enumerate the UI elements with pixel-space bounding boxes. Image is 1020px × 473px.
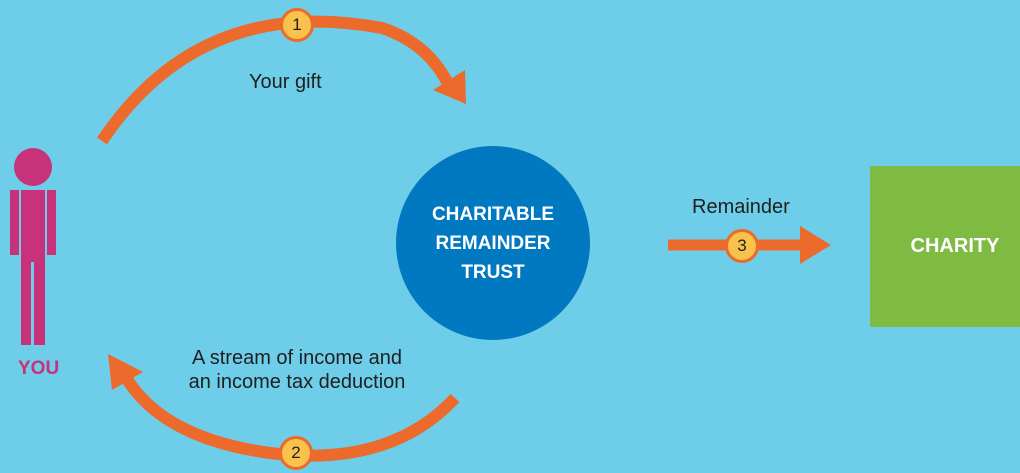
step-1-badge: 1 (280, 8, 314, 42)
income-arrow (118, 370, 460, 462)
trust-label: CHARITABLE REMAINDER TRUST (398, 200, 588, 287)
step-1-label: Your gift (249, 71, 322, 93)
step-3-badge: 3 (725, 229, 759, 263)
gift-arrow (97, 15, 456, 145)
remainder-arrowhead (800, 226, 831, 264)
person-icon (10, 148, 56, 345)
step-2-label-line: A stream of income and (191, 347, 403, 369)
step-2-label: A stream of income and an income tax ded… (172, 346, 422, 394)
step-2-badge: 2 (279, 436, 313, 470)
trust-label-line: REMAINDER (435, 233, 551, 254)
you-label: YOU (18, 358, 60, 379)
gift-arrowhead (433, 70, 466, 104)
trust-label-line: CHARITABLE (431, 204, 555, 225)
trust-label-line: TRUST (461, 262, 525, 283)
step-3-label: Remainder (692, 196, 790, 218)
step-2-label-line: an income tax deduction (188, 371, 406, 393)
trust-circle (396, 146, 590, 340)
charity-box: CHARITY (870, 166, 1020, 327)
charity-label: CHARITY (910, 235, 1000, 257)
income-arrowhead (108, 354, 143, 390)
